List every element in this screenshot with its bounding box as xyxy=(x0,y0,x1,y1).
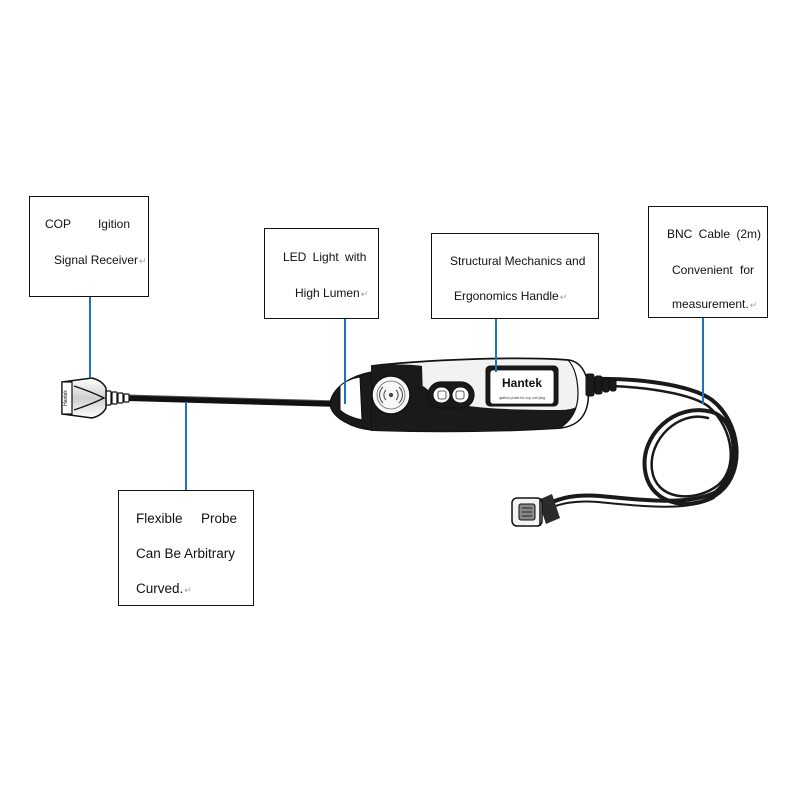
cop-receiver-tip-icon: Hantek xyxy=(61,377,107,419)
bnc-connector-icon xyxy=(511,494,560,527)
return-mark-icon: ↵ xyxy=(360,289,369,299)
flex-line-3: Curved.↵ xyxy=(136,581,192,596)
brand-logo-text: Hantek xyxy=(502,376,542,390)
flexible-probe-shaft xyxy=(105,390,343,407)
callout-ergonomic-handle: Structural Mechanics and Ergonomics Hand… xyxy=(431,233,599,319)
cop-line-2: Signal Receiver↵ xyxy=(54,253,147,267)
bnc-line-3: measurement.↵ xyxy=(672,297,757,311)
model-text: ignition probe for cop, coil plug xyxy=(499,396,545,400)
bnc-label-line-3: measurement. xyxy=(672,297,749,311)
bnc-cable-coil xyxy=(546,376,739,509)
return-mark-icon: ↵ xyxy=(139,256,147,266)
flex-label-word-1: Flexible xyxy=(136,511,183,526)
flex-label-word-2: Probe xyxy=(200,511,237,526)
receiver-brand-text: Hantek xyxy=(63,390,69,406)
wireless-signal-icon xyxy=(379,386,403,404)
button-right-icon xyxy=(455,390,465,400)
return-mark-icon: ↵ xyxy=(184,585,192,595)
cop-label-word-1: COP xyxy=(45,217,72,231)
cop-label-line-2: Signal Receiver xyxy=(54,253,139,267)
flex-line-1: Flexible Probe xyxy=(136,511,237,526)
callout-led-light: LED Light with High Lumen↵ xyxy=(264,228,379,319)
callout-cop-receiver: COP Igition Signal Receiver↵ xyxy=(29,196,149,297)
handle-line-2: Ergonomics Handle↵ xyxy=(454,289,567,303)
flex-label-line-2: Can Be Arbitrary xyxy=(136,546,236,561)
callout-flexible-probe: Flexible Probe Can Be Arbitrary Curved.↵ xyxy=(118,490,254,606)
button-left-icon xyxy=(437,390,447,400)
handle-label-line-2: Ergonomics Handle xyxy=(454,289,559,303)
led-line-2: High Lumen↵ xyxy=(295,286,368,300)
leader-lines xyxy=(89,297,704,490)
cop-label-word-2: Igition xyxy=(97,217,130,231)
return-mark-icon: ↵ xyxy=(749,300,758,310)
bnc-label-line-1: BNC Cable (2m) xyxy=(667,227,762,241)
handle-label-line-1: Structural Mechanics and xyxy=(450,254,586,268)
probe-handle: Hantek ignition probe for cop, coil plug xyxy=(329,357,617,433)
callout-bnc-cable: BNC Cable (2m) Convenient for measuremen… xyxy=(648,206,768,318)
led-label-line-1: LED Light with xyxy=(283,250,367,264)
return-mark-icon: ↵ xyxy=(559,292,568,302)
cop-line-1: COP Igition xyxy=(45,217,130,231)
led-label-line-2: High Lumen xyxy=(295,286,360,300)
flex-label-line-3: Curved. xyxy=(136,581,184,596)
bnc-label-line-2: Convenient for xyxy=(672,263,755,277)
